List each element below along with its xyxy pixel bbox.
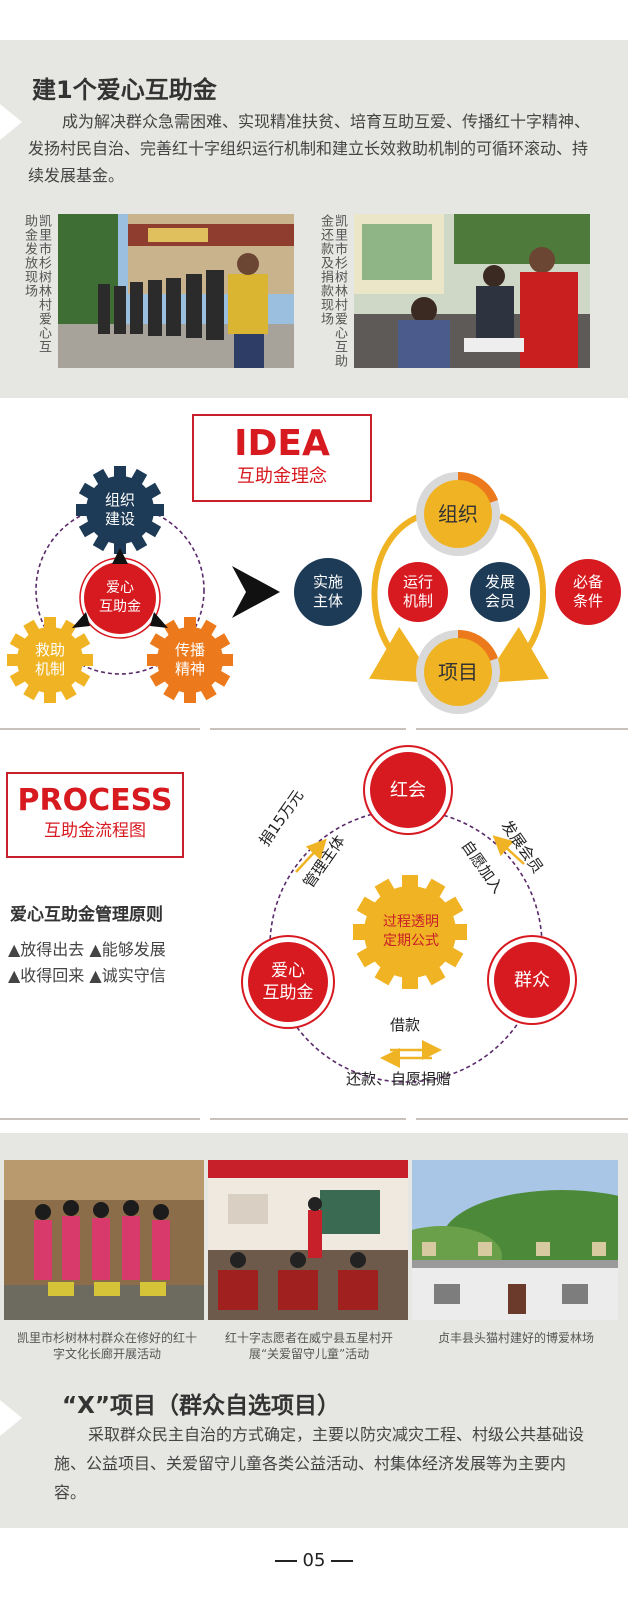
photo-disbursement	[58, 214, 294, 368]
section-notch	[0, 104, 22, 140]
arrow-left-icon	[72, 612, 90, 628]
node-label-aixin: 爱心 互助金	[262, 961, 314, 1003]
process-diagram	[241, 745, 577, 1083]
section-notch	[0, 1400, 22, 1436]
idea-subtitle: 互助金理念	[237, 466, 327, 487]
node-label-qunzhong: 群众	[514, 969, 550, 991]
page-number-wrap: 05	[0, 1550, 628, 1571]
node-label-bibei: 必备 条件	[572, 573, 603, 610]
idea-title: IDEA	[234, 423, 330, 464]
x-project-paragraph: 采取群众民主自治的方式确定，主要以防灾减灾工程、村级公共基础设施、公益项目、关爱…	[54, 1425, 585, 1502]
divider	[0, 728, 200, 730]
process-title-box: PROCESS 互助金流程图	[6, 772, 184, 858]
chevron-right-icon	[232, 566, 280, 618]
gear-label-chuanbo: 传播 精神	[174, 641, 205, 678]
node-label-xiangmu: 项目	[438, 659, 478, 684]
arrow-right-icon	[150, 612, 168, 628]
arrow-join	[492, 835, 525, 865]
curve-arrow-left	[368, 513, 436, 684]
node-label-yunxing: 运行 机制	[402, 573, 433, 610]
divider	[416, 728, 628, 730]
center-circle	[84, 562, 156, 634]
gear-icon	[147, 617, 233, 703]
gear-label-zuzhi-jianshe: 组织 建设	[104, 491, 135, 528]
node-aixin	[248, 942, 328, 1022]
page-number: 05	[302, 1550, 326, 1571]
dash-right	[331, 1560, 354, 1562]
photo-caption: 凯里市杉树林村爱心互助金发放现场	[22, 214, 51, 354]
principles-row: ▲放得出去 ▲能够发展	[8, 940, 166, 959]
principle-title: 爱心互助金管理原则	[10, 905, 163, 925]
photo-caption: 贞丰县头猫村建好的博爱林场	[437, 1331, 594, 1345]
arrow-up-icon	[112, 548, 128, 564]
node-qunzhong	[494, 942, 570, 1018]
divider	[416, 1118, 628, 1120]
node-label-hongh: 红会	[390, 779, 426, 801]
idea-title-box: IDEA 互助金理念	[192, 414, 372, 502]
node-fazhan	[470, 562, 530, 622]
photo-culture-corridor	[4, 1160, 204, 1320]
node-hongh	[370, 752, 446, 828]
idea-diagram	[7, 466, 621, 714]
x-project-title: “X”项目（群众自选项目）	[62, 1393, 340, 1419]
gear-icon	[353, 875, 467, 989]
gear-icon	[7, 617, 93, 703]
section-title: 建1个爱心互助金	[32, 76, 217, 104]
node-label-fazhan: 发展 会员	[484, 573, 515, 610]
photo-forest-farm	[412, 1160, 618, 1320]
dash-left	[274, 1560, 297, 1562]
node-yunxing	[388, 562, 448, 622]
node-zuzhi	[424, 480, 492, 548]
gear-label-center: 过程透明 定期公式	[383, 914, 439, 949]
photo-caption: 凯里市杉树林村爱心互助金还款及捐款现场	[318, 214, 347, 368]
intro-paragraph: 成为解决群众急需困难、实现精准扶贫、培育互助互爱、传播红十字精神、发扬村民自治、…	[28, 112, 591, 185]
node-shishi	[294, 558, 362, 626]
gear-label-jiuzhu: 救助 机制	[34, 641, 65, 678]
photo-caption: 红十字志愿者在威宁县五星村开展“关爱留守儿童”活动	[224, 1331, 393, 1361]
label-repay: 还款、自愿捐赠	[346, 1070, 452, 1088]
label-loan: 借款	[390, 1016, 421, 1034]
center-label: 爱心 互助金	[99, 580, 141, 615]
gear-icon	[76, 466, 164, 554]
arrow-donate	[295, 838, 327, 873]
node-label-zuzhi: 组织	[438, 501, 478, 526]
node-bibei	[555, 559, 621, 625]
process-subtitle: 互助金流程图	[44, 821, 146, 841]
divider	[210, 728, 406, 730]
principles-row: ▲收得回来 ▲诚实守信	[8, 966, 166, 985]
process-title: PROCESS	[17, 783, 173, 818]
curve-arrow-right	[482, 513, 550, 684]
node-xiangmu	[424, 638, 492, 706]
photo-volunteers	[208, 1160, 408, 1320]
photo-repayment	[354, 214, 590, 368]
photo-caption: 凯里市杉树林村群众在修好的红十字文化长廊开展活动	[16, 1331, 197, 1361]
divider	[0, 1118, 200, 1120]
divider	[210, 1118, 406, 1120]
node-label-shishi: 实施 主体	[312, 573, 343, 610]
